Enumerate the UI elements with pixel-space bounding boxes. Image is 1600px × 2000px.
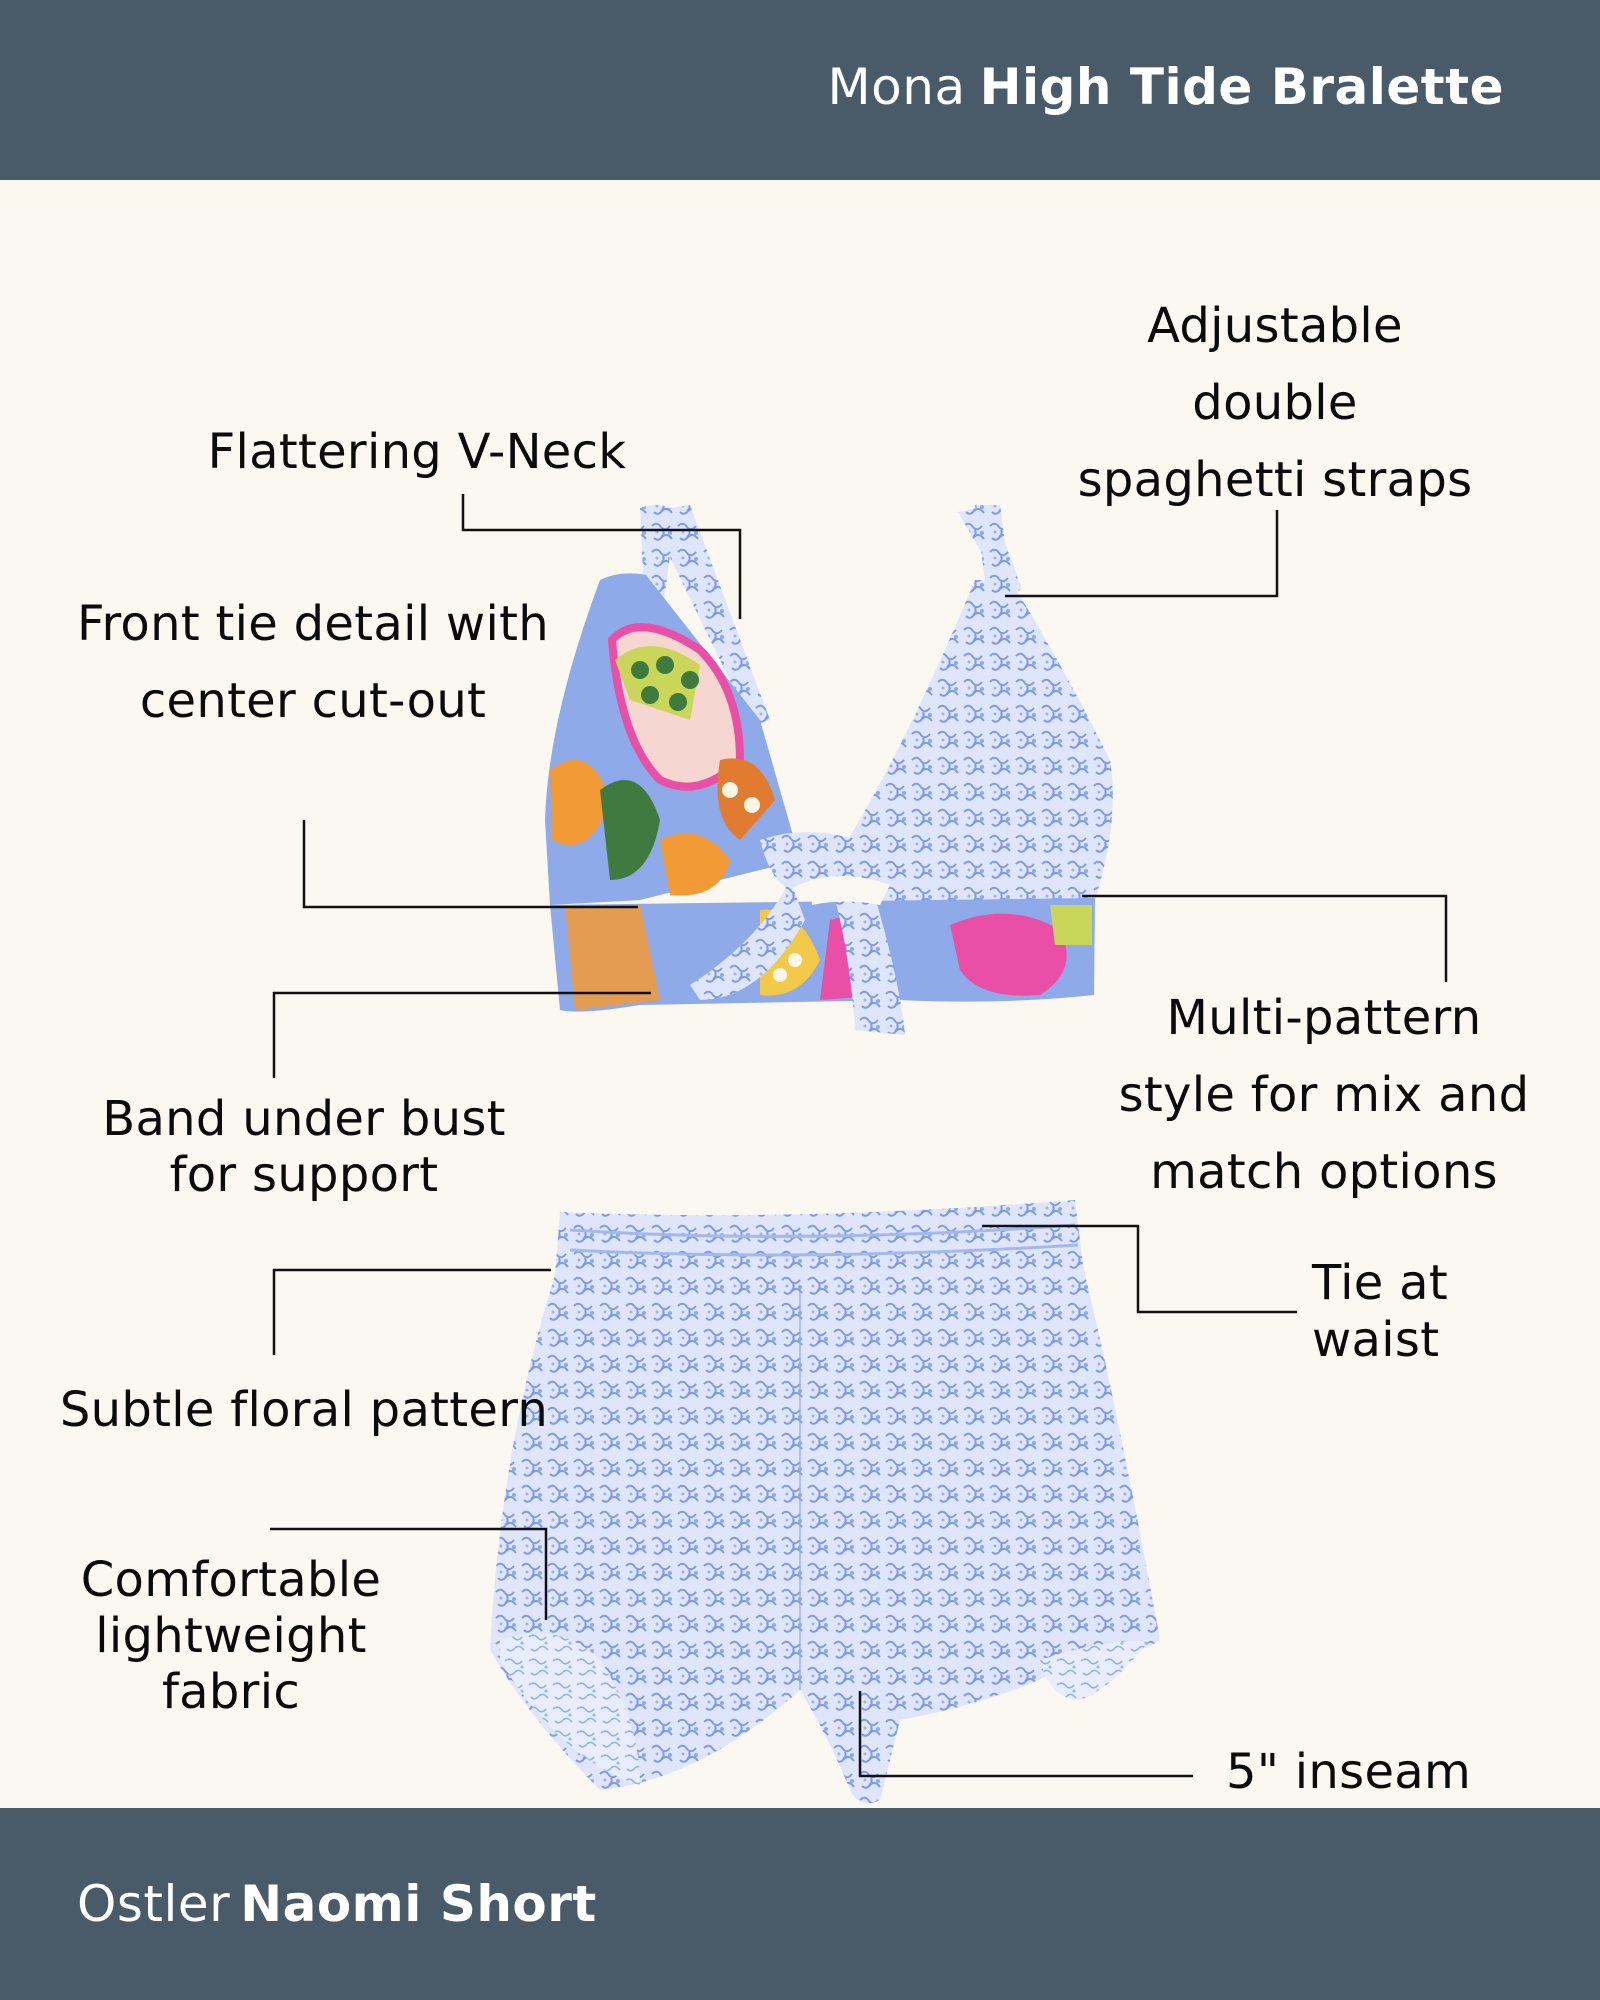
- callout-multi-pattern: Multi-pattern style for mix and match op…: [1118, 990, 1530, 1200]
- callout-floral: Subtle floral pattern: [59, 1382, 549, 1438]
- callout-inseam: 5" inseam: [1226, 1744, 1472, 1800]
- callout-fabric: Comfortable lightweight fabric: [80, 1552, 382, 1720]
- shorts-image: [490, 1200, 1160, 1804]
- bralette-image: [545, 504, 1113, 1035]
- callout-band: Band under bust for support: [102, 1091, 506, 1203]
- shorts-product-name: Naomi Short: [240, 1875, 597, 1933]
- bralette-product-name: High Tide Bralette: [979, 58, 1504, 116]
- bralette-brand: Mona: [827, 58, 966, 116]
- callout-straps: Adjustable double spaghetti straps: [1077, 298, 1473, 508]
- callout-v-neck: Flattering V-Neck: [207, 424, 627, 480]
- callout-tie-waist: Tie at waist: [1312, 1255, 1449, 1368]
- callout-front-tie: Front tie detail with center cut-out: [77, 596, 549, 729]
- shorts-brand: Ostler: [77, 1875, 231, 1933]
